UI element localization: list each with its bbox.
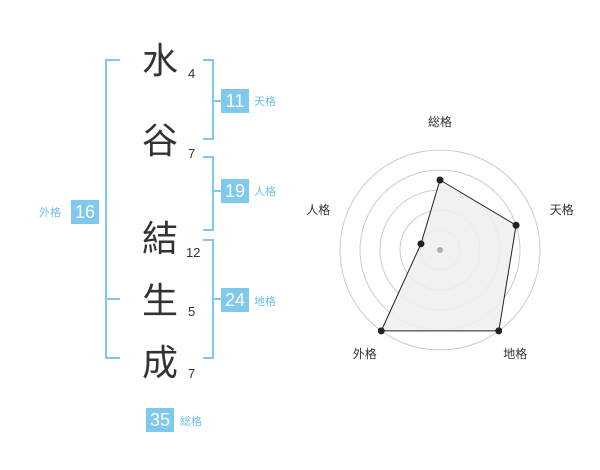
radar-label-jinkaku: 人格 [306,203,331,218]
char-2: 谷 [142,121,179,162]
radar-label-gaikaku: 外格 [352,346,377,361]
jinkaku-bracket [203,156,214,231]
gaikaku-label: 外格 [39,206,61,219]
tenkaku-label: 天格 [254,95,276,108]
radar-point-2 [495,327,503,335]
radar-points [377,176,520,335]
radar-center-dot [437,247,443,253]
radar-ring [339,149,541,351]
tenkaku-value: 11 [221,89,249,113]
chikaku-value: 24 [221,288,249,312]
char-1: 水 [142,41,179,82]
radar-point-1 [512,221,520,229]
char-3-strokes: 12 [186,245,201,260]
char-1-strokes: 4 [188,66,196,81]
radar-label-tenkaku: 天格 [549,203,574,218]
radar-polygon [380,179,517,332]
char-2-strokes: 7 [188,146,196,161]
radar-point-4 [417,240,425,248]
radar-label-soukaku: 総格 [428,115,453,129]
soukaku-label: 総格 [180,415,202,428]
gaikaku-value: 16 [71,200,99,224]
char-5-strokes: 7 [188,366,196,381]
jinkaku-label: 人格 [254,185,276,198]
gaikaku-bracket [105,59,120,359]
chikaku-label: 地格 [254,295,276,308]
tenkaku-bracket [203,59,214,140]
soukaku-value: 35 [146,408,174,432]
radar-point-3 [377,327,385,335]
char-4-strokes: 5 [188,304,196,319]
char-3: 結 [142,219,179,260]
radar-label-chikaku: 地格 [503,346,528,361]
char-5: 成 [142,343,179,384]
jinkaku-value: 19 [221,179,249,203]
char-4: 生 [142,281,179,322]
radar-point-0 [436,176,444,184]
